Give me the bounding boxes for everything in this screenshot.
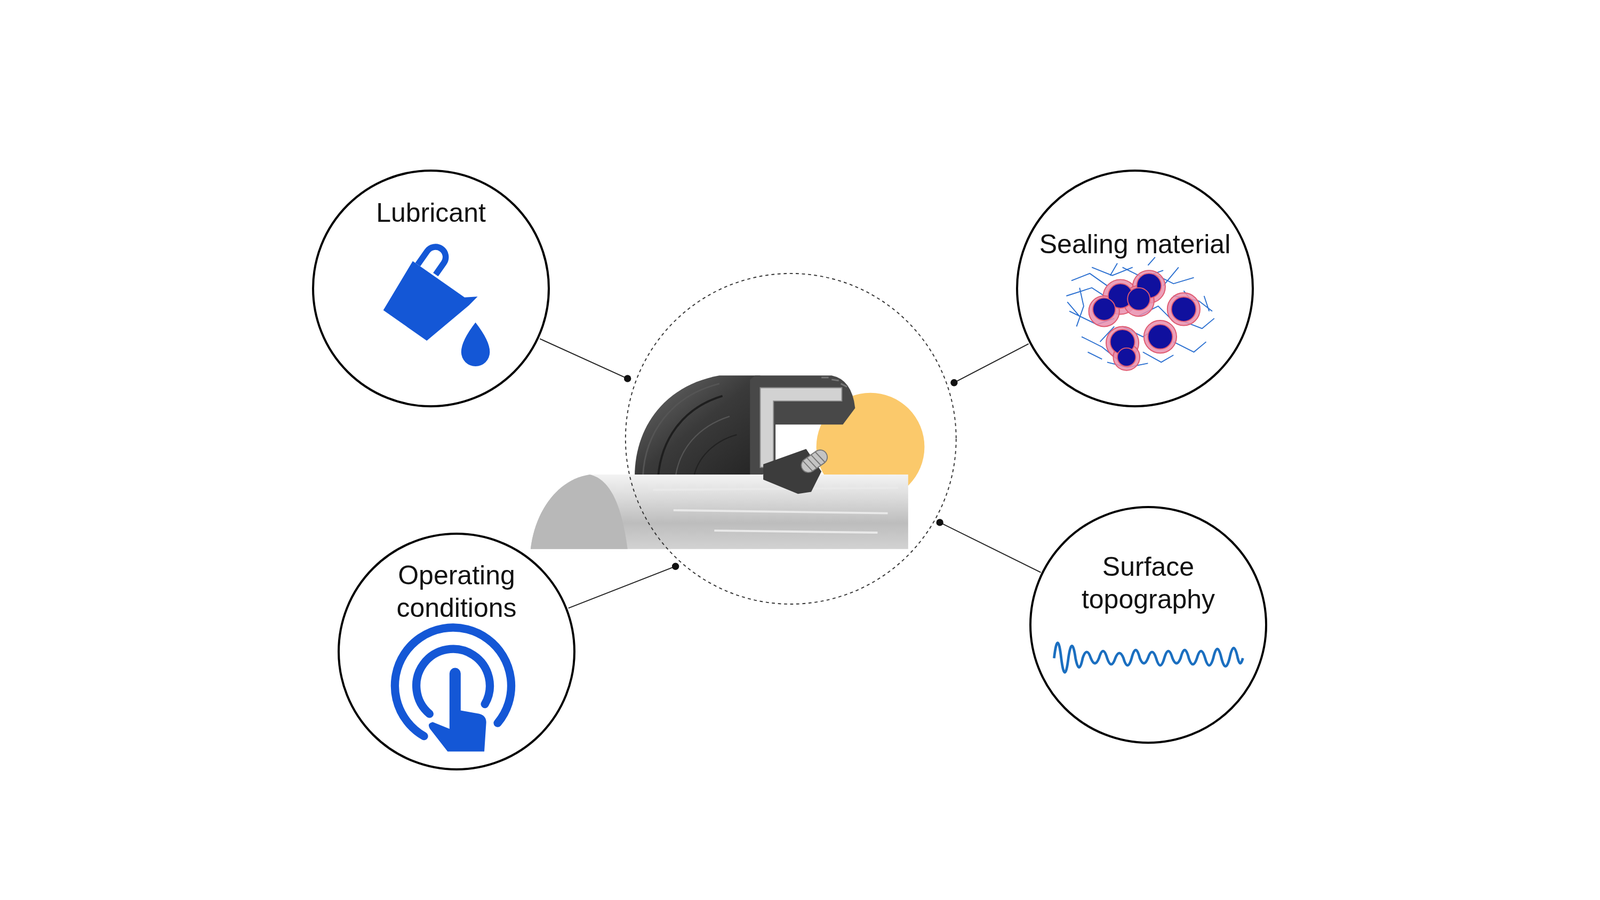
topic-label: Sealing material <box>1027 228 1242 261</box>
touch-icon <box>394 627 511 754</box>
topic-circle: Lubricant <box>312 169 550 408</box>
topic-circle: Operating conditions <box>337 532 576 771</box>
pitcher-icon <box>379 239 490 367</box>
radial-shaft-seal <box>634 375 855 477</box>
shaft <box>530 474 909 550</box>
topic-label: Lubricant <box>323 196 538 230</box>
leader-lines <box>539 338 1041 608</box>
focus-circle <box>625 273 957 605</box>
roughness-profile <box>1053 643 1243 674</box>
topic-circle: Sealing material <box>1016 169 1254 408</box>
topic-label: Operating conditions <box>349 559 564 625</box>
seal-lip <box>763 447 830 495</box>
topic-label: Surface topography <box>1041 550 1255 616</box>
polymer-network-icon <box>1066 257 1214 371</box>
topic-circle: Surface topography <box>1029 506 1268 744</box>
